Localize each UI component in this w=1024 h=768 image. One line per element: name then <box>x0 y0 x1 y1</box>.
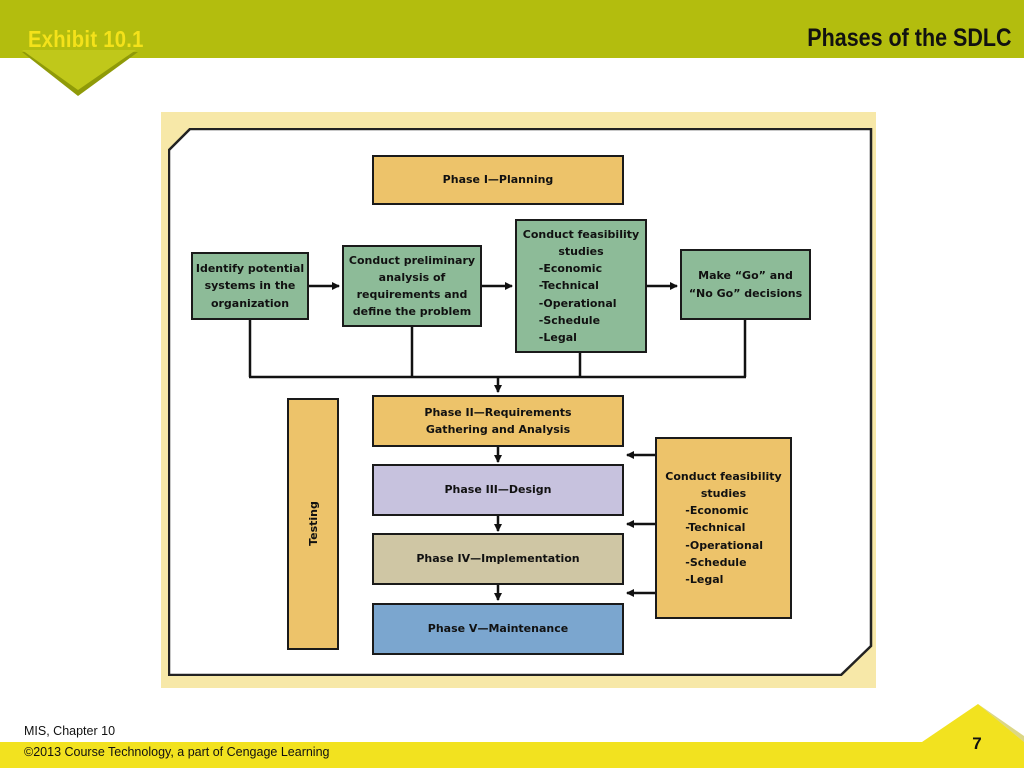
phase-4-label: Phase IV—Implementation <box>416 552 580 566</box>
identify-systems-box: Identify potential systems in the organi… <box>191 252 309 320</box>
phase-3-design-box: Phase III—Design <box>372 464 624 516</box>
feasibility-item: -Economic <box>685 504 749 518</box>
feasibility-side-text: Conduct feasibility studies -Economic -T… <box>665 468 781 587</box>
preliminary-line: define the problem <box>352 305 472 319</box>
exhibit-label: Exhibit 10.1 <box>28 26 144 52</box>
preliminary-analysis-text: Conduct preliminary analysis of requirem… <box>349 252 475 320</box>
slide-title: Phases of the SDLC <box>807 24 1012 52</box>
feasibility-item: -Economic <box>538 262 603 276</box>
feasibility-item: -Schedule <box>538 313 601 327</box>
phase-2-line: Phase II—Requirements <box>424 405 572 419</box>
feasibility-item: -Operational <box>685 538 764 552</box>
feasibility-item: -Schedule <box>685 555 747 569</box>
preliminary-line: requirements and <box>356 288 468 301</box>
identify-line: systems in the <box>204 279 296 293</box>
phase-4-implementation-box: Phase IV—Implementation <box>372 533 624 585</box>
testing-box: Testing <box>287 398 339 650</box>
page-number: 7 <box>972 734 982 753</box>
phase-2-text: Phase II—Requirements Gathering and Anal… <box>424 404 571 438</box>
phase-5-label: Phase V—Maintenance <box>427 622 569 636</box>
footer-bar <box>0 742 1024 768</box>
feasibility-item: -Legal <box>538 330 577 344</box>
feasibility-item: -Operational <box>538 296 617 310</box>
header-bar <box>0 0 1024 58</box>
preliminary-analysis-box: Conduct preliminary analysis of requirem… <box>342 245 482 327</box>
phase-5-maintenance-box: Phase V—Maintenance <box>372 603 624 655</box>
phase-2-line: Gathering and Analysis <box>425 423 571 436</box>
identify-line: Identify potential <box>195 262 305 276</box>
feasibility-title-line: Conduct feasibility <box>522 228 640 242</box>
feasibility-top-box: Conduct feasibility studies -Economic -T… <box>515 219 647 353</box>
preliminary-line: Conduct preliminary <box>348 253 476 267</box>
go-no-go-box: Make “Go” and “No Go” decisions <box>680 249 811 320</box>
phase-3-label: Phase III—Design <box>444 483 552 497</box>
feasibility-side-box: Conduct feasibility studies -Economic -T… <box>655 437 792 619</box>
phase-1-planning-box: Phase I—Planning <box>372 155 624 205</box>
footer-copyright: ©2013 Course Technology, a part of Cenga… <box>24 745 330 759</box>
feasibility-item: -Technical <box>538 279 599 293</box>
identify-systems-text: Identify potential systems in the organi… <box>196 260 304 311</box>
footer-chapter: MIS, Chapter 10 <box>24 724 116 738</box>
phase-2-requirements-box: Phase II—Requirements Gathering and Anal… <box>372 395 624 447</box>
feasibility-title-line: studies <box>558 245 604 259</box>
go-no-go-text: Make “Go” and “No Go” decisions <box>689 267 802 301</box>
feasibility-item: -Technical <box>685 521 746 535</box>
feasibility-top-text: Conduct feasibility studies -Economic -T… <box>523 226 639 345</box>
go-no-go-line: Make “Go” and <box>698 269 793 283</box>
feasibility-item: -Legal <box>685 572 724 586</box>
preliminary-line: analysis of <box>378 270 446 284</box>
feasibility-title-line: studies <box>700 487 747 501</box>
phase-1-label: Phase I—Planning <box>442 173 554 187</box>
feasibility-title-line: Conduct feasibility <box>665 470 782 484</box>
go-no-go-line: “No Go” decisions <box>688 286 803 300</box>
identify-line: organization <box>210 296 290 310</box>
